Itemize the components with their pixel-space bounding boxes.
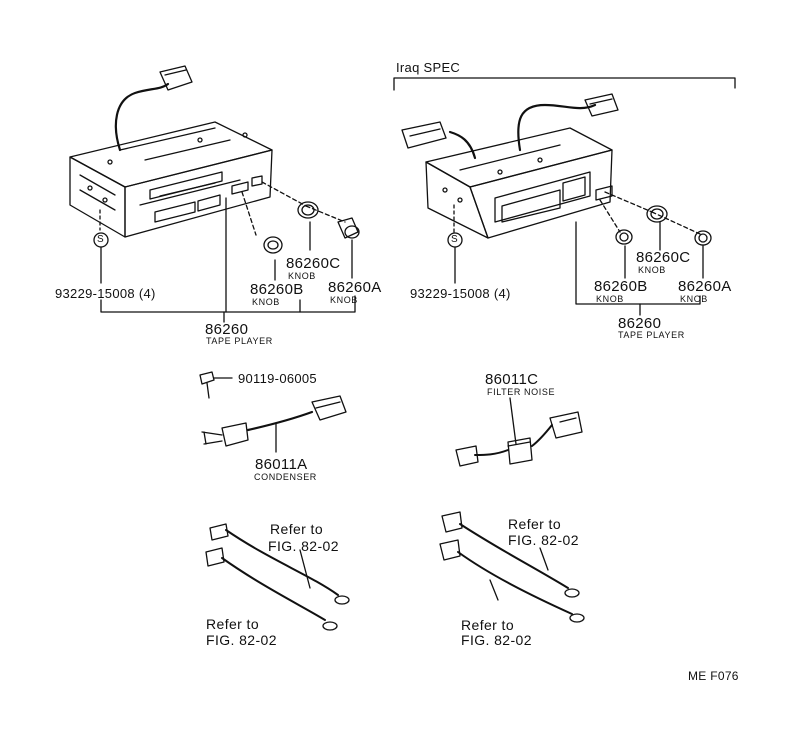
condenser-drawing xyxy=(201,395,347,453)
iraq-spec-bracket xyxy=(393,77,736,91)
left-screw-part-number: 93229-15008 xyxy=(55,286,135,301)
left-knob-c-part: 86260C xyxy=(286,255,341,272)
bolt-part: 90119-06005 xyxy=(238,371,317,386)
left-knob-a-drawing xyxy=(337,217,360,239)
filter-noise-desc: FILTER NOISE xyxy=(487,387,556,397)
left-upper-ref-line2: FIG. 82-02 xyxy=(268,538,339,554)
right-knob-leaders xyxy=(599,191,701,235)
right-tape-player-desc: TAPE PLAYER xyxy=(618,330,685,340)
right-knob-c-drawing xyxy=(646,205,668,223)
figure-code: ME F076 xyxy=(688,669,739,683)
right-screw-drawing xyxy=(447,204,463,284)
left-screw-part: 93229-15008 (4) xyxy=(55,287,156,300)
left-screw-symbol: S xyxy=(97,234,104,245)
left-wires-drawing xyxy=(205,523,350,631)
left-tape-player-part: 86260 xyxy=(205,321,249,338)
condenser-part: 86011A xyxy=(255,456,308,473)
left-knob-a-desc: KNOB xyxy=(330,295,358,305)
left-screw-qty: (4) xyxy=(138,286,156,301)
right-screw-symbol: S xyxy=(451,234,458,245)
right-upper-ref-line2: FIG. 82-02 xyxy=(508,532,579,548)
filter-noise-part: 86011C xyxy=(485,371,539,388)
right-knob-b-drawing xyxy=(615,229,633,245)
left-knob-leaders xyxy=(241,181,346,236)
right-bracket xyxy=(575,221,704,316)
left-knob-b-part: 86260B xyxy=(250,281,304,298)
iraq-spec-label: Iraq SPEC xyxy=(396,60,461,75)
right-screw-part-number: 93229-15008 xyxy=(410,286,490,301)
right-knob-c-desc: KNOB xyxy=(638,265,666,275)
left-lower-ref-line2: FIG. 82-02 xyxy=(206,632,277,648)
left-tape-player xyxy=(69,65,273,238)
right-knob-c-part: 86260C xyxy=(636,249,691,266)
left-screw-drawing xyxy=(93,209,109,284)
right-knob-b-desc: KNOB xyxy=(596,294,624,304)
right-lower-ref-line2: FIG. 82-02 xyxy=(461,632,532,648)
right-knob-b-part: 86260B xyxy=(594,278,648,295)
left-bracket xyxy=(100,197,356,323)
left-upper-ref-line1: Refer to xyxy=(270,521,323,537)
filter-noise-drawing xyxy=(455,397,583,467)
left-knob-c-drawing xyxy=(297,201,319,219)
right-knob-a-desc: KNOB xyxy=(680,294,708,304)
right-screw-qty: (4) xyxy=(493,286,511,301)
right-knob-a-drawing xyxy=(694,230,712,246)
left-lower-ref-line1: Refer to xyxy=(206,616,259,632)
left-knob-a-part: 86260A xyxy=(328,279,382,296)
right-tape-player-part: 86260 xyxy=(618,315,662,332)
bolt-drawing xyxy=(199,371,233,399)
right-screw-part: 93229-15008 (4) xyxy=(410,287,511,300)
right-wires-drawing xyxy=(439,511,585,623)
left-knob-b-desc: KNOB xyxy=(252,297,280,307)
left-tape-player-desc: TAPE PLAYER xyxy=(206,336,273,346)
right-upper-ref-line1: Refer to xyxy=(508,516,561,532)
left-knob-b-drawing xyxy=(263,236,283,254)
right-tape-player xyxy=(401,93,619,239)
right-lower-ref-line1: Refer to xyxy=(461,617,514,633)
left-knob-c-desc: KNOB xyxy=(288,271,316,281)
right-knob-a-part: 86260A xyxy=(678,278,732,295)
condenser-desc: CONDENSER xyxy=(254,472,317,482)
